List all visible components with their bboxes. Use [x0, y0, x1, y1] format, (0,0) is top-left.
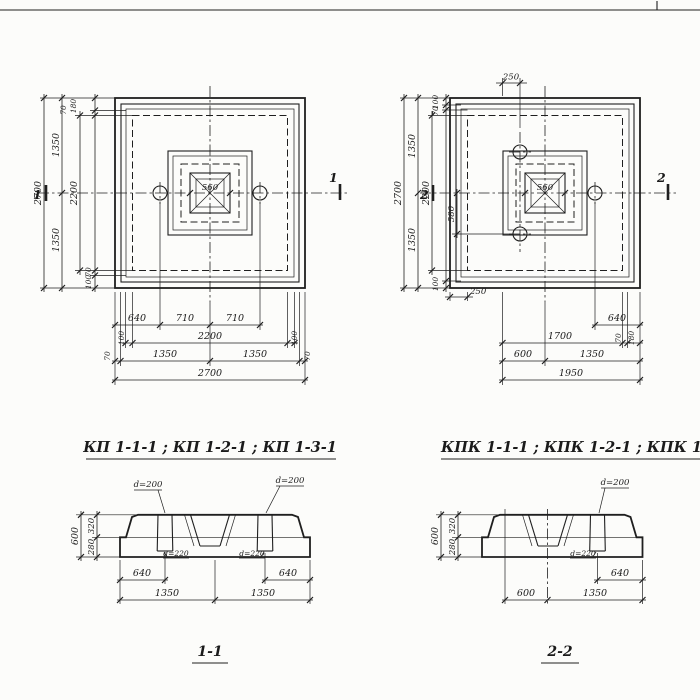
section2-sleeve-callouts: d=200 d=220: [570, 478, 630, 559]
dim-600-height-2: 600: [430, 527, 441, 545]
dim-70b: 70: [303, 351, 312, 361]
dim-2700-left: 2700: [33, 181, 44, 206]
section1-bottom-dimensions: 640 640 1350 1350: [116, 553, 314, 604]
plan1-left-extensions: [40, 97, 133, 289]
plan1-section-marks: 1 1: [33, 170, 342, 202]
dim-1350-sec2: 1350: [583, 588, 607, 599]
plan2-left-extensions: [400, 97, 513, 289]
dim-100a: 100: [117, 331, 126, 346]
dim-640-right: 640: [279, 568, 297, 579]
dim-1950: 1950: [559, 368, 583, 379]
dim-2200-left2: 2200: [421, 181, 432, 206]
section1-left-dimensions: 320 280 600: [70, 511, 138, 561]
dim-1350-secr: 1350: [251, 588, 275, 599]
plan-view-2: 560 2 2 250: [393, 73, 676, 385]
plan2-section-marks: 2 2: [419, 170, 670, 202]
section2-glass-recess: [522, 514, 574, 547]
plan2-bottom-extensions: [502, 202, 641, 385]
plan1-centerlines: [38, 86, 348, 302]
plan2-bottom-dimensions: 640 1700 70 180 600 1350 1950: [499, 313, 644, 384]
dim-710a: 710: [176, 313, 194, 324]
section2-left-dimensions: 320 280 600: [430, 511, 500, 561]
dim-640-left: 640: [133, 568, 151, 579]
section1-title: КП 1-1-1 ; КП 1-2-1 ; КП 1-3-1: [82, 439, 337, 456]
plan1-bottom-dimensions: 640 710 710 100 2200 100 70 1350 1350 70…: [103, 313, 312, 384]
dim-100-top2: 100: [431, 95, 440, 110]
section2-label: 2-2: [546, 644, 573, 660]
plan1-anchor-holes: [152, 182, 268, 204]
dim-600-sec2: 600: [517, 588, 535, 599]
dim-100-bot: 100: [84, 275, 93, 290]
dim-280-2: 280: [448, 538, 458, 556]
dim-580: 580: [447, 205, 457, 222]
dim-2200-bottom: 2200: [197, 331, 222, 342]
dim-70-top: 70: [59, 105, 68, 115]
section2-bottom-dimensions: 640 600 1350: [501, 509, 646, 604]
dim-100b: 100: [290, 331, 299, 346]
section2-sleeve: [589, 514, 606, 552]
section-mark-2-right: 2: [656, 170, 666, 185]
section-mark-1-left: 1: [33, 187, 42, 202]
dim-2700-left2: 2700: [393, 181, 404, 206]
dim-640: 640: [128, 313, 146, 324]
dim-1350-2: 1350: [580, 349, 604, 360]
section-view-2: КПК 1-1-1 ; КПК 1-2-1 ; КПК 1-3-1 d=200 …: [430, 439, 700, 664]
dim-250-top: 250: [502, 73, 520, 83]
plan2-top-dimension: 250: [496, 73, 527, 128]
dim-180-2: 180: [627, 331, 636, 346]
dim-320-2: 320: [448, 517, 458, 534]
dim-70-top2: 70: [431, 106, 440, 116]
callout-d200-left: d=200: [134, 480, 163, 490]
dim-1350-upper: 1350: [51, 133, 62, 157]
dim-710b: 710: [226, 313, 244, 324]
plan-view-1: 560 1 1: [33, 86, 348, 385]
dim-1350b: 1350: [243, 349, 267, 360]
section1-glass-recess: [184, 514, 236, 547]
plan2-left-dimensions: 100 70 2200 580 100 1350 1350 2700 250: [393, 94, 487, 301]
section-view-1: КП 1-1-1 ; КП 1-2-1 ; КП 1-3-1 d=200 d=2…: [70, 439, 337, 664]
dim-70-2: 70: [614, 333, 623, 343]
dim-280: 280: [87, 538, 97, 556]
section1-label: 1-1: [197, 644, 222, 660]
dim-1700: 1700: [548, 331, 572, 342]
dim-640-2: 640: [608, 313, 626, 324]
dim-1350-lower2: 1350: [407, 228, 418, 252]
section2-outline: [481, 513, 644, 558]
dim-320: 320: [87, 517, 97, 534]
plan1-left-dimensions: 70 180 2200 70 100 1350 1350 2700: [33, 94, 99, 292]
callout-d220-right: d=220: [239, 549, 265, 558]
section1-outline: [119, 513, 311, 558]
callout-d200-right: d=200: [276, 476, 305, 486]
plan2-centerlines: [420, 86, 676, 302]
sheet-frame: [0, 1, 700, 11]
callout-d220-left: d=220: [163, 549, 189, 558]
dim-1350-lower: 1350: [51, 228, 62, 252]
dim-600-height: 600: [70, 527, 81, 545]
section-mark-1-right: 1: [329, 170, 338, 185]
dim-1350-upper2: 1350: [407, 134, 418, 158]
dim-600-2: 600: [514, 349, 532, 360]
dim-250-bottom: 250: [469, 287, 487, 297]
callout-d200: d=200: [601, 478, 630, 488]
dim-180-top: 180: [69, 99, 78, 114]
dim-1350-secl: 1350: [155, 588, 179, 599]
dim-70a: 70: [103, 351, 112, 361]
section2-title: КПК 1-1-1 ; КПК 1-2-1 ; КПК 1-3-1: [440, 439, 700, 456]
dim-640-sec2: 640: [611, 568, 629, 579]
dim-100-bot2: 100: [431, 277, 440, 292]
callout-d220: d=220: [570, 549, 596, 558]
dim-70-bot: 70: [84, 267, 93, 277]
plan1-bottom-extensions: [114, 202, 306, 385]
section-mark-2-left: 2: [419, 187, 429, 202]
dim-2200-left: 2200: [69, 181, 80, 206]
section1-sleeves: [156, 514, 274, 552]
plan2-anchor-holes: [509, 144, 603, 242]
dim-2700-bottom: 2700: [197, 368, 222, 379]
dim-1350a: 1350: [153, 349, 177, 360]
